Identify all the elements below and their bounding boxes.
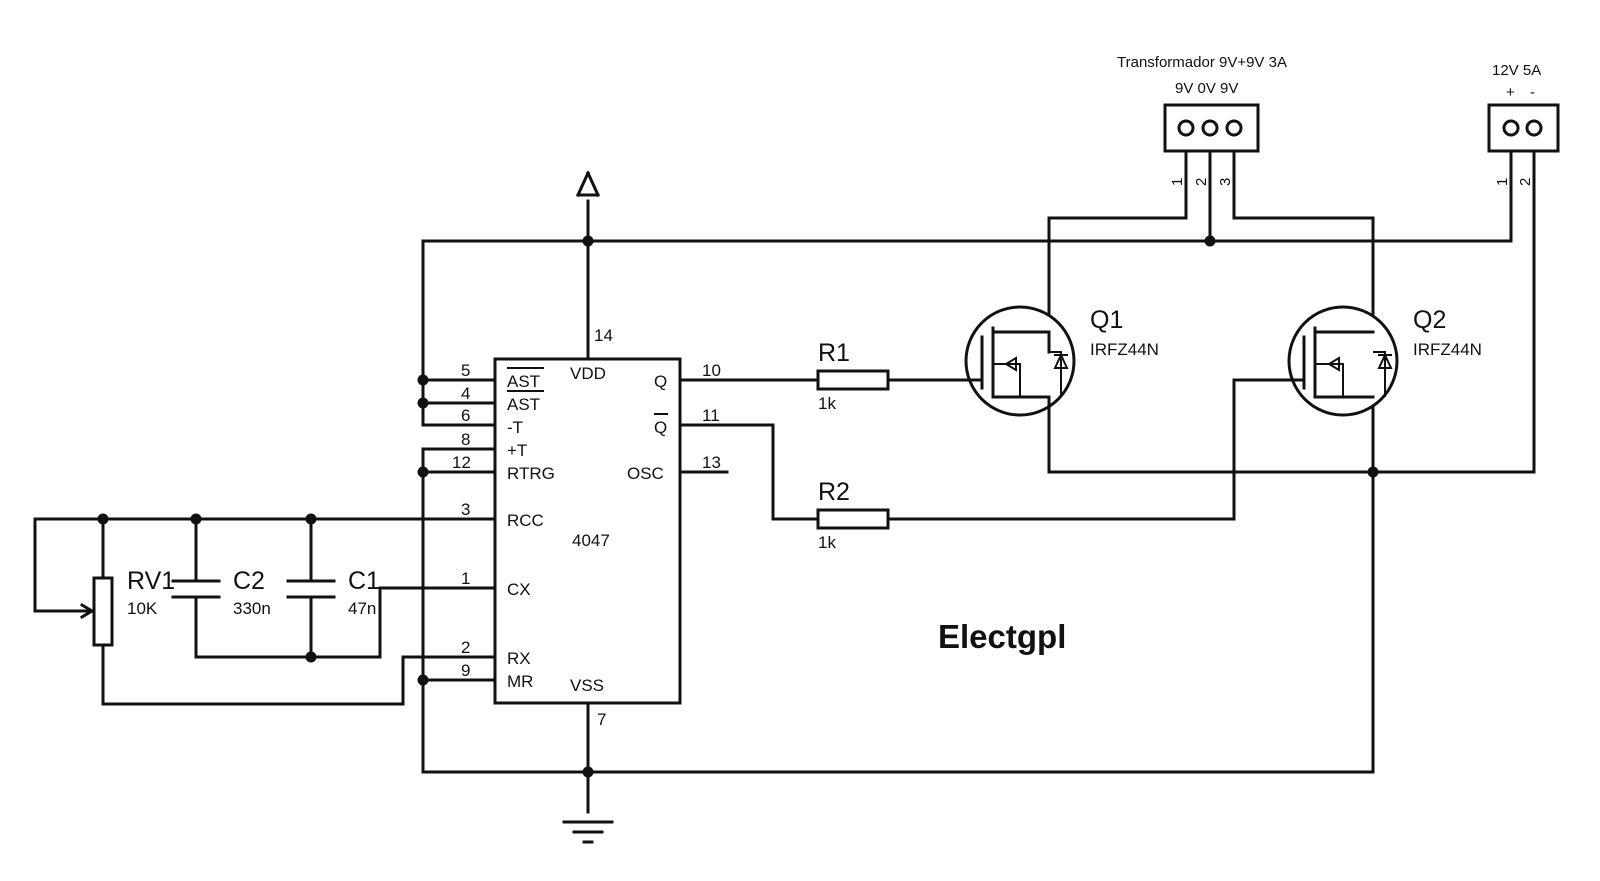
junction-dot xyxy=(1204,235,1216,247)
component-ref: RV1 xyxy=(127,567,175,595)
ic-pin-number: 8 xyxy=(461,430,470,449)
component-value: IRFZ44N xyxy=(1090,340,1159,359)
vdd-arrow-icon xyxy=(576,171,600,197)
connector-body xyxy=(1487,103,1560,153)
ic-pin-name: AST xyxy=(507,395,540,414)
junction-dot xyxy=(417,674,429,686)
brand-label: Electgpl xyxy=(938,618,1066,655)
ic-pin-number: 12 xyxy=(452,453,471,472)
transformer-connector: Transformador 9V+9V 3A 9V 0V 9V 1 2 3 xyxy=(1117,54,1287,186)
component-value: 47n xyxy=(348,599,376,618)
power-connector: 12V 5A + - 1 2 xyxy=(1487,62,1560,186)
mosfet-q1: Q1 IRFZ44N xyxy=(964,305,1159,417)
connector-pin xyxy=(1201,119,1219,137)
component-value: 1k xyxy=(818,533,836,552)
connector-polarity: + xyxy=(1506,84,1515,101)
potentiometer-body xyxy=(92,576,114,647)
ic-pin-number: 9 xyxy=(461,661,470,680)
component-value: 1k xyxy=(818,394,836,413)
connector-pin-number: 1 xyxy=(1169,178,1186,186)
junction-dot xyxy=(417,374,429,386)
ic-pin-number: 4 xyxy=(461,384,470,403)
ic-pin-name: AST xyxy=(507,372,540,391)
connector-taps: 9V 0V 9V xyxy=(1175,80,1238,97)
connector-pin xyxy=(1525,119,1543,137)
ic-pin-number: 11 xyxy=(702,406,720,425)
connector-polarity: - xyxy=(1530,84,1535,101)
ic-pin-name: RTRG xyxy=(507,464,555,483)
connector-pin xyxy=(1177,119,1195,137)
junction-dot xyxy=(417,466,429,478)
component-ref: Q1 xyxy=(1090,306,1123,334)
component-ref: C1 xyxy=(348,567,380,595)
ic-pin-name: VDD xyxy=(570,364,606,383)
ic-pin-number: 13 xyxy=(702,453,721,472)
diode-icon xyxy=(1049,351,1069,397)
mosfet-q2: Q2 IRFZ44N xyxy=(1287,305,1482,417)
wires xyxy=(33,128,1536,814)
junction-dot xyxy=(417,397,429,409)
resistor-body xyxy=(816,508,890,530)
junction-dots xyxy=(97,235,1379,778)
ic-pin-number: 3 xyxy=(461,500,470,519)
connector-pin-number: 2 xyxy=(1193,178,1210,186)
ic-pin-name: Q xyxy=(654,372,667,391)
junction-dot xyxy=(1367,466,1379,478)
resistor-body xyxy=(816,369,890,391)
ic-pin-number: 6 xyxy=(461,406,470,425)
junction-dot xyxy=(190,513,202,525)
ic-pin-name: +T xyxy=(507,441,527,460)
connector-pin-number: 1 xyxy=(1494,178,1511,186)
ic-pin-number: 7 xyxy=(597,710,606,729)
component-ref: R2 xyxy=(818,478,850,506)
ic-pin-name: RX xyxy=(507,649,531,668)
ic-pin-number: 10 xyxy=(702,361,721,380)
diode-icon xyxy=(1373,351,1393,397)
ic-pin-name: OSC xyxy=(627,464,664,483)
ic-pin-name: VSS xyxy=(570,676,604,695)
wiper-arrow-icon xyxy=(79,602,95,620)
ic-pin-number: 14 xyxy=(594,326,613,345)
ic-part-label: 4047 xyxy=(572,531,610,550)
ic-4047: 4047 5 AST 4 AST 6 -T 8 +T 12 RTRG 3 RCC… xyxy=(452,326,721,729)
connector-title: Transformador 9V+9V 3A xyxy=(1117,54,1287,71)
connector-pin xyxy=(1502,119,1520,137)
arrow-icon xyxy=(1327,356,1340,372)
connector-pin-number: 2 xyxy=(1517,178,1534,186)
potentiometer-rv1: RV1 10K xyxy=(79,567,175,647)
ic-pin-number: 2 xyxy=(461,638,470,657)
junction-dot xyxy=(305,513,317,525)
junction-dot xyxy=(582,235,594,247)
junction-dot xyxy=(97,513,109,525)
component-value: 10K xyxy=(127,599,158,618)
ic-pin-name: CX xyxy=(507,580,531,599)
ic-pin-number: 1 xyxy=(461,569,470,588)
capacitor-plates xyxy=(286,579,336,599)
connector-pin xyxy=(1225,119,1243,137)
component-ref: C2 xyxy=(233,567,265,595)
component-ref: R1 xyxy=(818,339,850,367)
ic-pin-name: MR xyxy=(507,672,533,691)
ic-pin-name: -T xyxy=(507,418,523,437)
component-value: 330n xyxy=(233,599,271,618)
ic-pin-number: 5 xyxy=(461,361,470,380)
arrow-icon xyxy=(1004,356,1017,372)
capacitor-plates xyxy=(171,579,221,599)
resistor-r1: R1 1k xyxy=(816,339,890,413)
junction-dot xyxy=(582,766,594,778)
junction-dot xyxy=(305,651,317,663)
ic-pin-name: Q xyxy=(654,418,667,437)
component-value: IRFZ44N xyxy=(1413,340,1482,359)
resistor-r2: R2 1k xyxy=(816,478,890,552)
component-ref: Q2 xyxy=(1413,306,1446,334)
capacitor-c2: C2 330n xyxy=(171,567,271,618)
connector-pin-number: 3 xyxy=(1217,178,1234,186)
ic-pin-name: RCC xyxy=(507,511,544,530)
connector-title: 12V 5A xyxy=(1492,62,1541,79)
ic-body xyxy=(493,357,682,705)
capacitor-c1: C1 47n xyxy=(286,567,380,618)
ground-icon xyxy=(562,820,614,844)
